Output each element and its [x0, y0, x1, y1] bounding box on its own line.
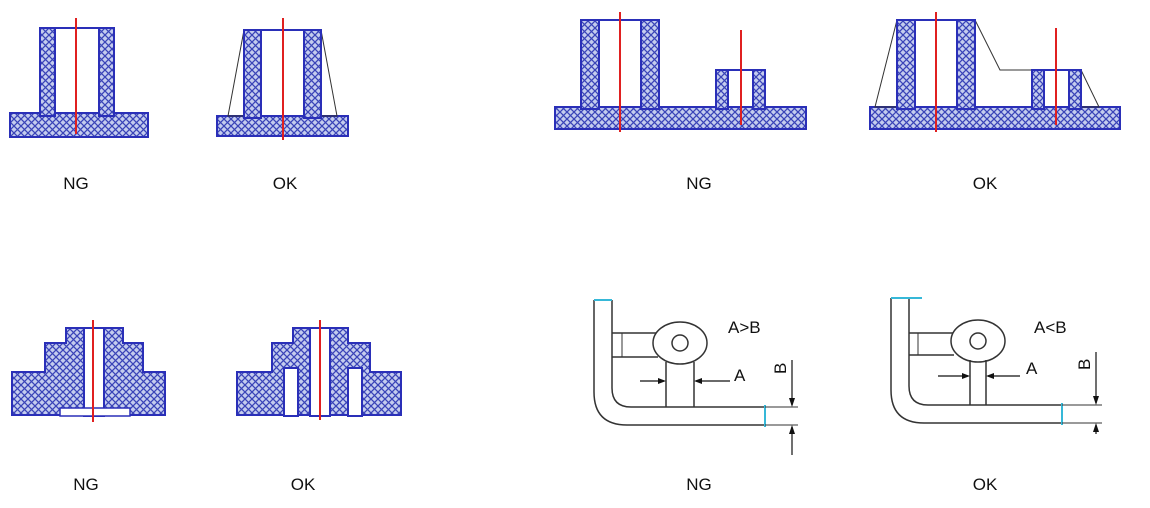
- stepped-boss-ok-drawing: [236, 320, 402, 420]
- rib-boss-ok-dim-b: B: [1075, 359, 1094, 370]
- rib-boss-ng-label: NG: [686, 475, 712, 494]
- rib-boss-ng-relation: A>B: [728, 318, 761, 337]
- stepped-boss-ng-label: NG: [73, 475, 99, 494]
- boss-single-ng-drawing: [9, 18, 149, 138]
- boss-double-ok-label: OK: [973, 174, 998, 193]
- rib-boss-ok-drawing: [890, 297, 1102, 434]
- rib-boss-ng-dim-a: A: [734, 366, 746, 385]
- rib-boss-ng-drawing: [593, 299, 798, 455]
- rib-boss-ok-relation: A<B: [1034, 318, 1067, 337]
- boss-single-ng-label: NG: [63, 174, 89, 193]
- rib-boss-ok-label: OK: [973, 475, 998, 494]
- stepped-boss-ok-label: OK: [291, 475, 316, 494]
- boss-double-ok-drawing: [869, 12, 1121, 132]
- boss-double-ng-drawing: [554, 12, 807, 132]
- rib-boss-ok-dim-a: A: [1026, 359, 1038, 378]
- boss-single-ok-drawing: [216, 18, 349, 140]
- stepped-boss-ng-drawing: [11, 320, 166, 422]
- boss-single-ok-label: OK: [273, 174, 298, 193]
- boss-double-ng-label: NG: [686, 174, 712, 193]
- rib-boss-ng-dim-b: B: [771, 363, 790, 374]
